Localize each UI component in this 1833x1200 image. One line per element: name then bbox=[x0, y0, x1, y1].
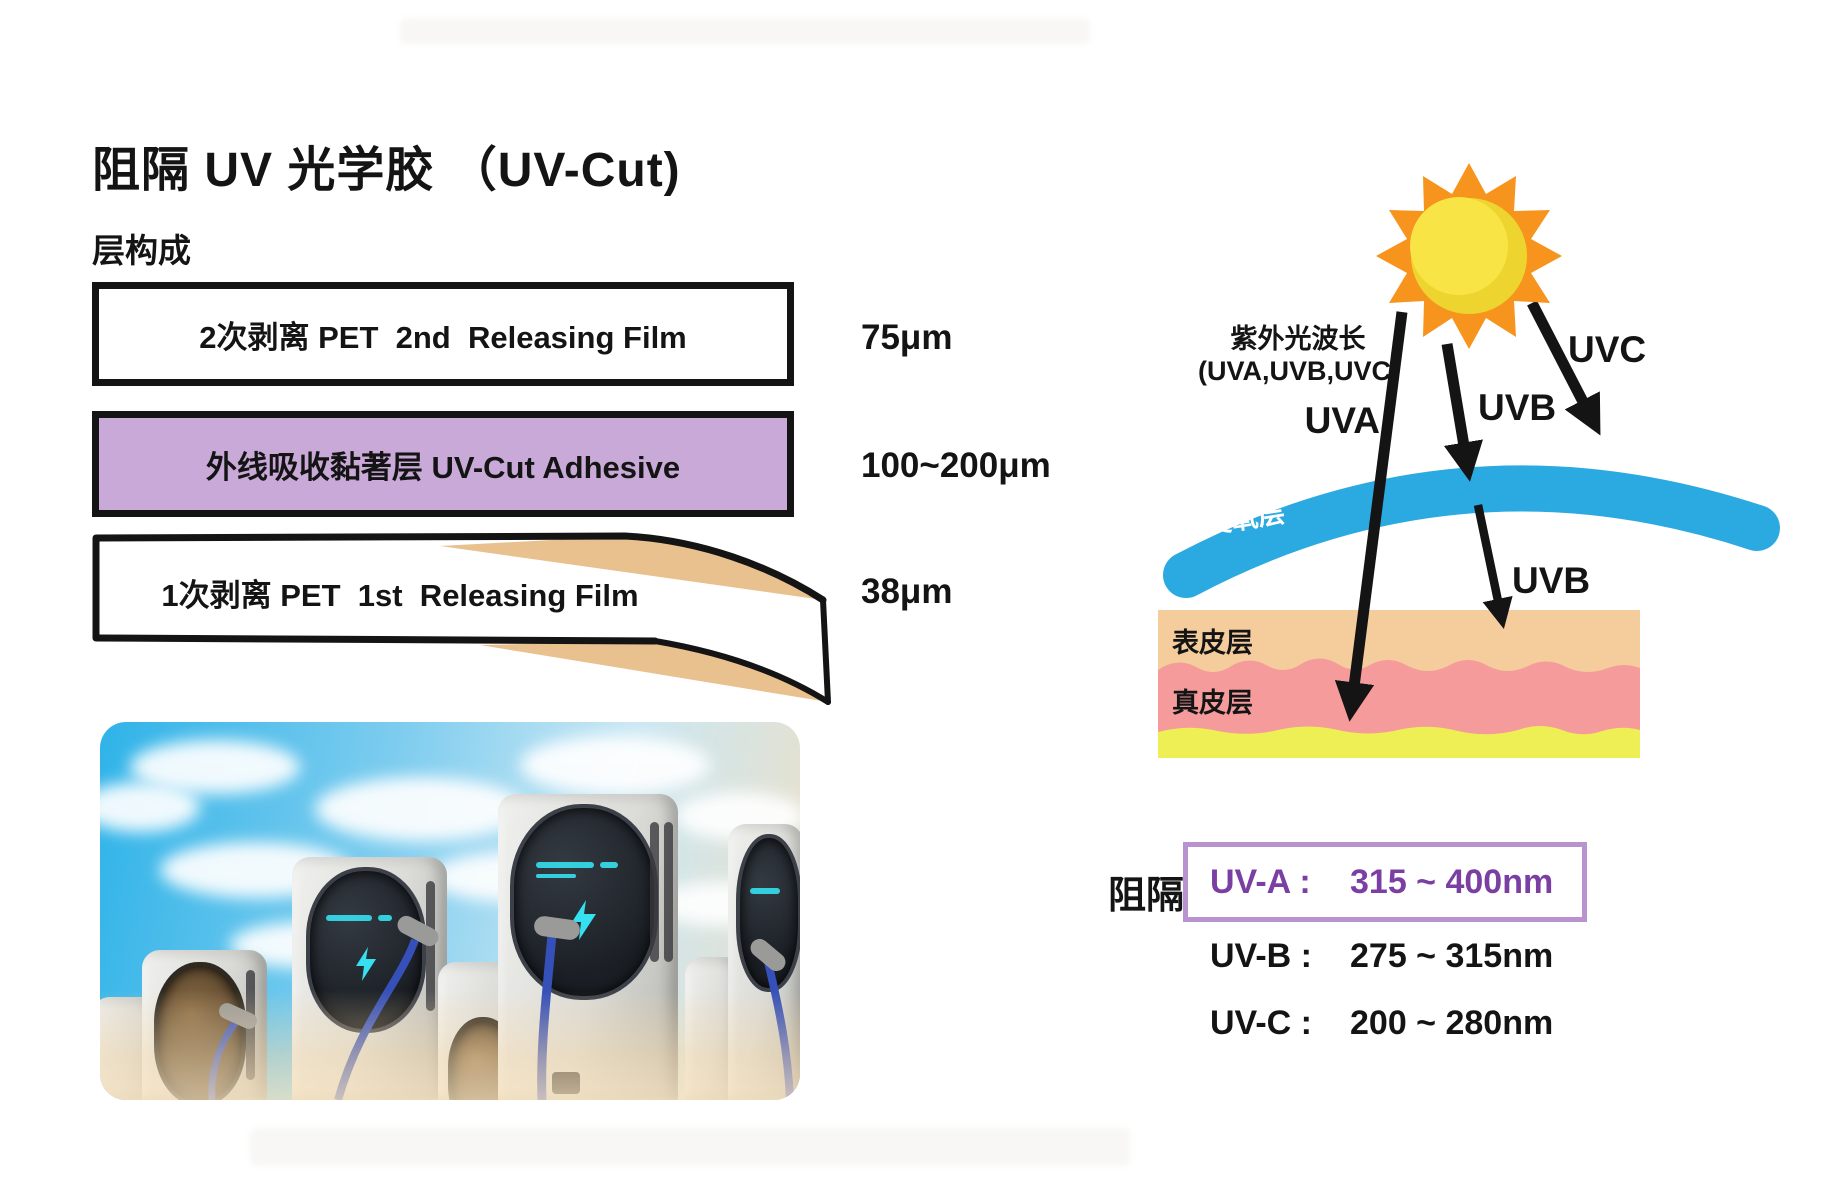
vent-slot bbox=[664, 822, 673, 962]
uvb-label-lower: UVB bbox=[1512, 560, 1590, 601]
vent-slot bbox=[650, 822, 659, 962]
uv-rays-diagram: UVA UVB UVC UVB 臭氧层 表皮层 真皮层 bbox=[1158, 163, 1780, 758]
layer-uvcut-adhesive: 外线吸收黏著层 UV-Cut Adhesive bbox=[92, 411, 794, 517]
lightning-bolt-icon bbox=[356, 947, 376, 981]
uv-b-range: 275 ~ 315nm bbox=[1350, 936, 1554, 975]
horizon-glow bbox=[100, 990, 800, 1100]
uvc-arrow bbox=[1527, 300, 1601, 436]
screen-ui-bar bbox=[536, 874, 576, 878]
lightning-bolt-icon bbox=[572, 900, 596, 940]
charger-screen bbox=[510, 804, 658, 1000]
uv-c-name: UV-C : bbox=[1210, 1003, 1312, 1042]
block-label: 阻隔 bbox=[1108, 875, 1185, 917]
uv-a-name: UV-A : bbox=[1210, 862, 1311, 901]
layer-uvcut-adhesive-label: 外线吸收黏著层 UV-Cut Adhesive bbox=[205, 449, 681, 485]
uv-a-row-highlighted: UV-A : 315 ~ 400nm bbox=[1183, 842, 1587, 922]
screen-ui-bar bbox=[536, 862, 594, 868]
uv-wavelength-sub: (UVA,UVB,UVC) bbox=[1198, 355, 1400, 386]
skin-cross-section bbox=[1158, 610, 1640, 758]
screen-ui-bar bbox=[600, 862, 618, 868]
cloud bbox=[100, 782, 200, 832]
uvb-label-upper: UVB bbox=[1478, 387, 1556, 428]
uv-c-range: 200 ~ 280nm bbox=[1350, 1003, 1554, 1042]
screen-ui-bar bbox=[750, 888, 780, 894]
ev-chargers-photo bbox=[100, 722, 800, 1100]
sun-icon bbox=[1376, 163, 1562, 349]
watermark-top bbox=[400, 18, 1090, 44]
cloud bbox=[520, 736, 710, 794]
thickness-2nd-film: 75μm bbox=[861, 318, 953, 357]
uvb-arrow-lower bbox=[1473, 504, 1513, 629]
ozone-layer-arc bbox=[1163, 465, 1780, 598]
layer-structure-heading: 层构成 bbox=[92, 232, 191, 269]
screen-ui-bar bbox=[326, 915, 372, 921]
layer-2nd-releasing-film: 2次剥离 PET 2nd Releasing Film bbox=[92, 282, 794, 386]
uv-b-row: UV-B : 275 ~ 315nm bbox=[1188, 934, 1582, 978]
layer-1st-releasing-film-label: 1次剥离 PET 1st Releasing Film bbox=[161, 578, 639, 613]
uv-a-range: 315 ~ 400nm bbox=[1350, 862, 1554, 901]
uvb-arrow-upper bbox=[1441, 343, 1483, 482]
uvc-label: UVC bbox=[1568, 329, 1646, 370]
uv-c-row: UV-C : 200 ~ 280nm bbox=[1188, 1001, 1582, 1045]
screen-ui-bar bbox=[378, 915, 392, 921]
watermark-bottom bbox=[250, 1128, 1130, 1166]
cloud bbox=[315, 777, 525, 841]
uva-arrow bbox=[1334, 311, 1408, 722]
page-title: 阻隔 UV 光学胶 （UV-Cut) bbox=[92, 144, 681, 197]
uv-wavelength-caption: 紫外光波长 (UVA,UVB,UVC) bbox=[1198, 324, 1400, 388]
uv-b-name: UV-B : bbox=[1210, 936, 1312, 975]
thickness-adhesive: 100~200μm bbox=[861, 446, 1051, 485]
epidermis-label: 表皮层 bbox=[1172, 628, 1253, 658]
thickness-1st-film: 38μm bbox=[861, 572, 953, 611]
uva-label: UVA bbox=[1305, 400, 1380, 441]
dermis-label: 真皮层 bbox=[1172, 688, 1253, 718]
peeling-film-graphic bbox=[92, 532, 831, 705]
layer-2nd-releasing-film-label: 2次剥离 PET 2nd Releasing Film bbox=[199, 319, 687, 355]
uv-wavelength-title: 紫外光波长 bbox=[1230, 324, 1366, 354]
